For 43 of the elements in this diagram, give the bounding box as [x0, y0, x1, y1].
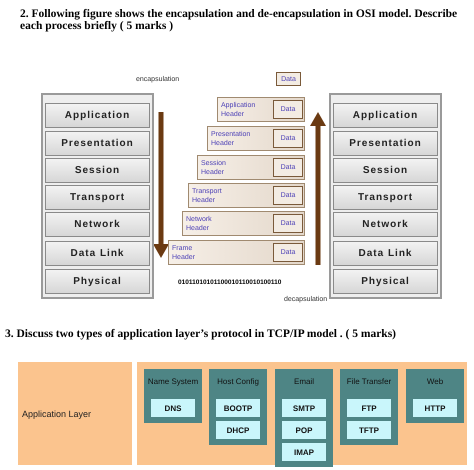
protocol-box: DNS	[151, 399, 195, 417]
group-title: Host Config	[217, 377, 259, 386]
layer-box: Transport	[45, 185, 150, 210]
protocol-box: SMTP	[282, 399, 326, 417]
question-text: 3. Discuss two types of application layer’s protocol in TCP/IP model . ( 5 marks)	[5, 328, 397, 340]
packet-box	[207, 126, 305, 151]
protocol-group	[144, 369, 202, 423]
layer-box: Application	[333, 103, 438, 128]
protocol-box: POP	[282, 421, 326, 439]
group-title: File Transfer	[346, 377, 392, 386]
packet-box	[188, 183, 305, 208]
group-title: Name System	[148, 377, 198, 386]
protocol-group	[275, 369, 333, 467]
layer-box: Physical	[45, 269, 150, 294]
protocol-group	[406, 369, 464, 423]
packet-box	[182, 211, 305, 236]
protocol-group	[340, 369, 398, 445]
layer-box: Presentation	[333, 131, 438, 156]
protocol-box: BOOTP	[216, 399, 260, 417]
layer-box: Application	[45, 103, 150, 128]
layer-box: Session	[45, 158, 150, 183]
layer-box: Session	[333, 158, 438, 183]
layer-box: Network	[333, 212, 438, 237]
layer-box: Data Link	[333, 241, 438, 266]
packet-box	[217, 97, 305, 122]
protocol-box: DHCP	[216, 421, 260, 439]
group-title: Web	[426, 377, 444, 386]
layer-box: Network	[45, 212, 150, 237]
packet-box	[197, 155, 305, 180]
packet-box	[168, 240, 305, 265]
layer-box: Presentation	[45, 131, 150, 156]
layer-box: Data Link	[45, 241, 150, 266]
protocol-group	[209, 369, 267, 445]
protocol-box: HTTP	[413, 399, 457, 417]
protocol-box: TFTP	[347, 421, 391, 439]
protocol-box: FTP	[347, 399, 391, 417]
group-title: Email	[294, 377, 314, 386]
protocol-box: IMAP	[282, 443, 326, 461]
layer-box: Physical	[333, 269, 438, 294]
panel-background	[137, 362, 467, 465]
layer-box: Transport	[333, 185, 438, 210]
layer-box: Application Layer	[18, 362, 132, 465]
question-text: 2. Following figure shows the encapsulation and de-encapsulation in OSI model. Describe each process briefly ( 5 marks )	[20, 8, 458, 32]
